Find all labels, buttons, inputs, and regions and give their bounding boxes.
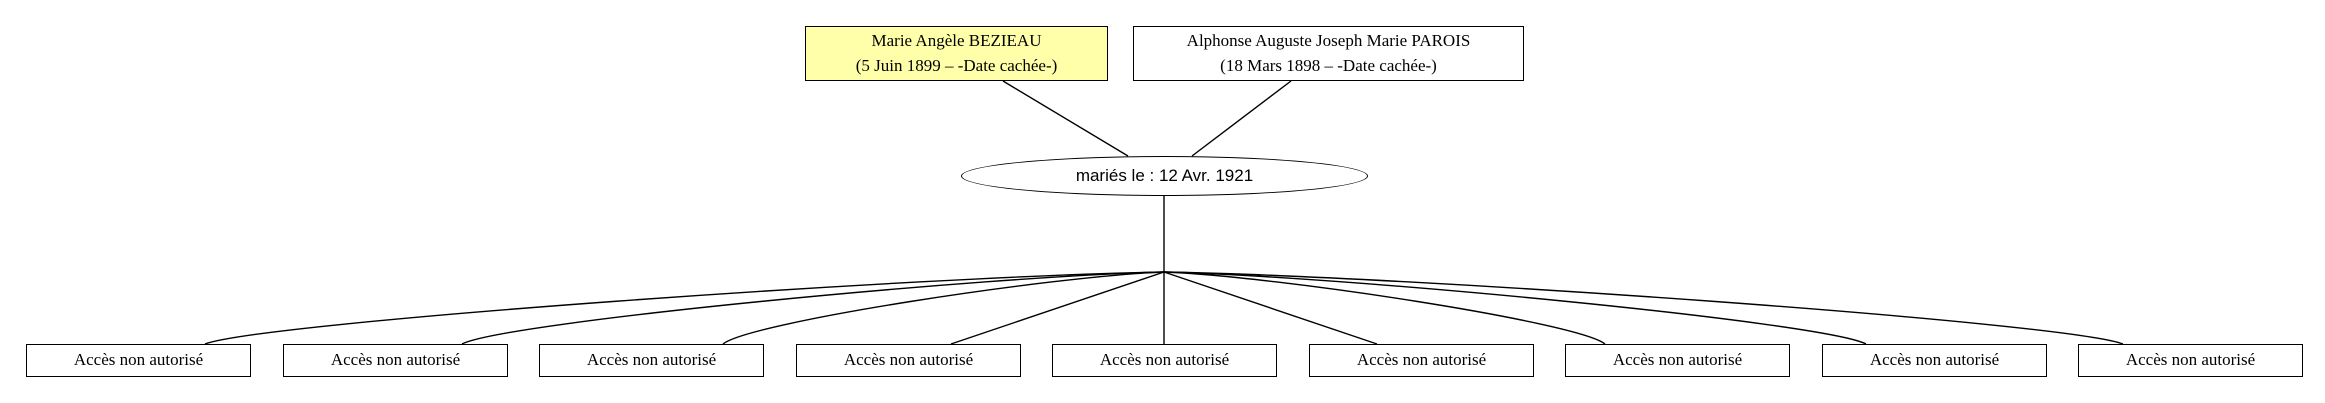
parent-box-father[interactable]: Alphonse Auguste Joseph Marie PAROIS (18… <box>1133 26 1524 81</box>
child-box[interactable]: Accès non autorisé <box>539 344 764 377</box>
child-box[interactable]: Accès non autorisé <box>1565 344 1790 377</box>
link-father-to-marriage <box>1191 80 1292 157</box>
child-box[interactable]: Accès non autorisé <box>26 344 251 377</box>
parent-dates: (18 Mars 1898 – -Date cachée-) <box>1220 55 1437 75</box>
child-box[interactable]: Accès non autorisé <box>796 344 1021 377</box>
child-label: Accès non autorisé <box>73 350 204 370</box>
child-label: Accès non autorisé <box>2125 350 2256 370</box>
marriage-label: mariés le : 12 Avr. 1921 <box>1075 166 1254 185</box>
link-hub-to-child <box>204 271 1165 345</box>
child-label: Accès non autorisé <box>1099 350 1230 370</box>
child-box[interactable]: Accès non autorisé <box>283 344 508 377</box>
child-label: Accès non autorisé <box>1869 350 2000 370</box>
child-box[interactable]: Accès non autorisé <box>1309 344 1534 377</box>
child-label: Accès non autorisé <box>1356 350 1487 370</box>
link-hub-to-child <box>1163 271 1606 345</box>
link-hub-to-child <box>950 271 1165 345</box>
link-mother-to-marriage <box>1002 80 1129 157</box>
child-box[interactable]: Accès non autorisé <box>2078 344 2303 377</box>
child-box[interactable]: Accès non autorisé <box>1822 344 2047 377</box>
link-hub-to-child <box>1163 271 1378 345</box>
child-label: Accès non autorisé <box>586 350 717 370</box>
link-hub-to-child <box>461 271 1165 345</box>
child-label: Accès non autorisé <box>330 350 461 370</box>
link-hub-to-child <box>1163 271 1867 345</box>
child-label: Accès non autorisé <box>1612 350 1743 370</box>
link-hub-to-child <box>722 271 1165 345</box>
marriage-node[interactable]: mariés le : 12 Avr. 1921 <box>961 156 1368 196</box>
parent-name: Marie Angèle BEZIEAU <box>871 30 1042 50</box>
parent-box-mother[interactable]: Marie Angèle BEZIEAU (5 Juin 1899 – -Dat… <box>805 26 1108 81</box>
child-box[interactable]: Accès non autorisé <box>1052 344 1277 377</box>
parent-dates: (5 Juin 1899 – -Date cachée-) <box>855 55 1058 75</box>
link-hub-to-child <box>1163 271 2124 345</box>
parent-name: Alphonse Auguste Joseph Marie PAROIS <box>1186 30 1471 50</box>
child-label: Accès non autorisé <box>843 350 974 370</box>
